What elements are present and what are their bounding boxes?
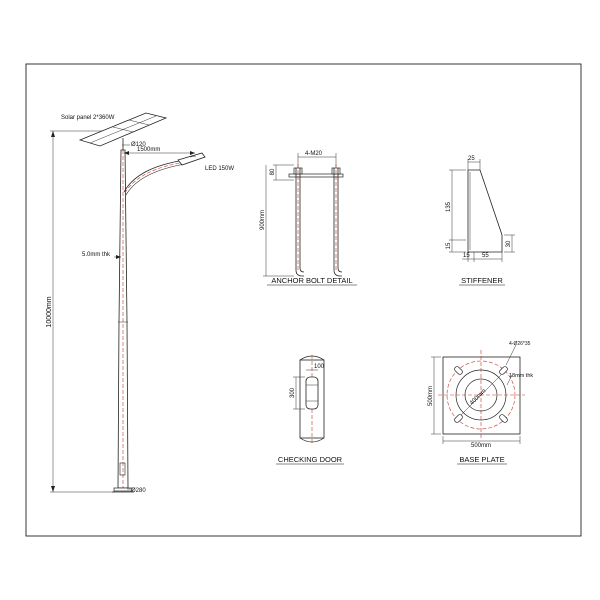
door-width-label: 100 bbox=[314, 364, 325, 370]
base-plate-title: BASE PLATE bbox=[459, 455, 504, 464]
drawing-frame bbox=[25, 63, 582, 537]
thread-length-label: 80 bbox=[270, 168, 276, 175]
top-diameter-label: Ø120 bbox=[131, 142, 146, 148]
solar-panel-label: Solar panel 2*360W bbox=[61, 115, 115, 121]
bolt-length-label: 900mm bbox=[260, 210, 266, 230]
base-diameter-label: Ø280 bbox=[131, 488, 146, 494]
plate-side-width: 500mm bbox=[471, 443, 491, 449]
pole-height-label: 10000mm bbox=[46, 296, 53, 327]
wall-thickness-label: 5.0mm thk bbox=[82, 252, 111, 258]
stiffener-chamfer: 15 bbox=[446, 242, 452, 249]
anchor-bolt-title: ANCHOR BOLT DETAIL bbox=[271, 276, 352, 285]
door-height-label: 300 bbox=[290, 387, 296, 398]
arm-length-label: 1500mm bbox=[137, 147, 160, 153]
plate-thickness-label: 18mm thk bbox=[509, 373, 533, 379]
stiffener-top-width: 25 bbox=[468, 156, 475, 162]
stiffener-bottom-offset: 15 bbox=[463, 253, 470, 259]
stiffener-height: 135 bbox=[446, 201, 452, 212]
bolt-label: 4-M20 bbox=[305, 151, 323, 157]
plate-side-height: 500mm bbox=[428, 386, 434, 406]
stiffener-detail: 25 135 15 15 55 30 STIFFENER bbox=[446, 156, 515, 286]
stiffener-title: STIFFENER bbox=[461, 276, 503, 285]
pole-elevation: 10000mm Solar panel 2*360W Ø120 1500mm bbox=[46, 112, 234, 494]
stiffener-right-height: 30 bbox=[506, 240, 512, 247]
stiffener-width: 55 bbox=[482, 253, 489, 259]
base-plate-detail: 400mm 4-Ø26*35 18mm thk 500mm 500mm BASE… bbox=[428, 341, 533, 465]
led-label: LED 150W bbox=[205, 166, 234, 172]
led-lamp bbox=[177, 152, 206, 166]
checking-door-detail: 100 300 CHECKING DOOR bbox=[276, 355, 344, 465]
checking-door-title: CHECKING DOOR bbox=[278, 455, 343, 464]
anchor-bolt-detail: 4-M20 80 900mm ANCHOR BOLT DETAIL bbox=[260, 151, 357, 286]
holes-label: 4-Ø26*35 bbox=[509, 341, 531, 347]
